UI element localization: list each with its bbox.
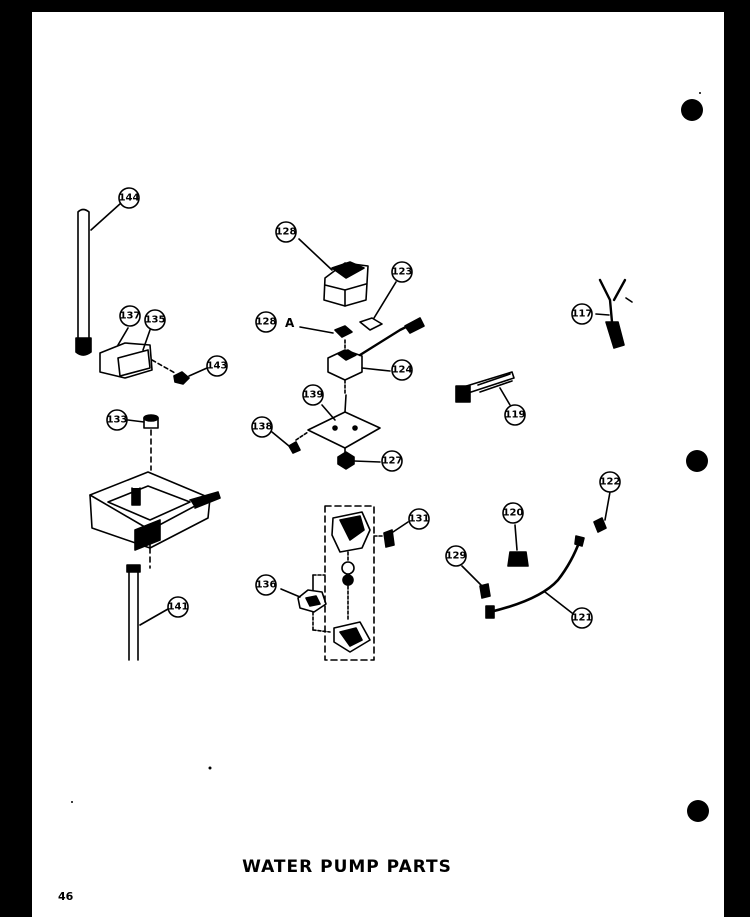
callout-label-136: 136: [256, 580, 277, 591]
callout-122: [599, 471, 621, 493]
part-clip-129: [461, 565, 491, 599]
callout-127: [381, 450, 403, 472]
callout-141: [167, 596, 189, 618]
part-clip-122: [593, 491, 611, 533]
binder-hole-middle: [686, 450, 708, 472]
callout-144: [118, 187, 140, 209]
callout-129: [445, 545, 467, 567]
callout-131: [408, 508, 430, 530]
part-pump-assembly-box: [324, 505, 375, 661]
part-bracket-137-135: [99, 327, 176, 379]
part-cap-133: [127, 414, 159, 471]
callout-label-127: 127: [382, 456, 403, 467]
part-screw-143: [173, 367, 208, 385]
callout-136: [255, 574, 277, 596]
callout-label-122: 122: [600, 477, 621, 488]
scan-speck: [699, 92, 701, 94]
callout-121: [571, 607, 593, 629]
callout-label-129: 129: [446, 551, 467, 562]
binder-hole-top: [681, 99, 703, 121]
callout-135: [144, 309, 166, 331]
callout-133: [106, 409, 128, 431]
page-number: 46: [58, 890, 74, 903]
part-water-line-121: [485, 535, 585, 619]
callout-label-133: 133: [107, 415, 128, 426]
callout-label-143: 143: [207, 361, 228, 372]
callout-138: [251, 416, 273, 438]
callout-label-128a: 128: [256, 317, 277, 328]
part-grommet-120: [507, 524, 529, 567]
part-screw-138: [271, 431, 309, 454]
callout-label-131: 131: [409, 514, 430, 525]
part-impeller-136: [280, 574, 331, 633]
callout-124: [391, 359, 413, 381]
part-plate-139: [307, 379, 381, 456]
part-harness-117: [595, 278, 633, 349]
part-nut-127: [337, 451, 381, 470]
callout-119: [504, 404, 526, 426]
binder-hole-bottom: [687, 800, 709, 822]
page-title: WATER PUMP PARTS: [242, 857, 452, 877]
callout-143: [206, 355, 228, 377]
callout-label-128: 128: [276, 227, 297, 238]
part-motor-128: [298, 238, 369, 307]
callout-label-135: 135: [145, 315, 166, 326]
callout-label-144: 144: [119, 193, 140, 204]
callout-label-141: 141: [168, 602, 189, 613]
callout-label-137: 137: [120, 311, 141, 322]
part-pump-124: [327, 317, 425, 381]
part-fill-tube-144: [75, 202, 122, 356]
callout-label-119: 119: [505, 410, 526, 421]
callout-120: [502, 502, 524, 524]
part-clip-123: [359, 281, 397, 331]
callout-117: [571, 303, 593, 325]
callout-139: [302, 384, 324, 406]
callout-label-120: 120: [503, 508, 524, 519]
part-heater-119: [455, 371, 515, 406]
scan-speck: [71, 801, 73, 803]
callout-label-121: 121: [572, 613, 593, 624]
callout-137: [119, 305, 141, 327]
part-tray: [89, 471, 221, 569]
callout-128a: [255, 311, 277, 333]
part-128a: [299, 325, 353, 338]
callout-letter-a: A: [285, 316, 295, 330]
callout-label-139: 139: [303, 390, 324, 401]
page-background: [32, 12, 724, 917]
part-screw-131: [373, 521, 409, 548]
callout-128: [275, 221, 297, 243]
callout-label-117: 117: [572, 309, 593, 320]
callout-label-123: 123: [392, 267, 413, 278]
part-drain-tube-141: [126, 564, 169, 661]
callout-label-124: 124: [392, 365, 413, 376]
callout-123: [391, 261, 413, 283]
callout-label-138: 138: [252, 422, 273, 433]
scan-speck: [208, 766, 212, 770]
